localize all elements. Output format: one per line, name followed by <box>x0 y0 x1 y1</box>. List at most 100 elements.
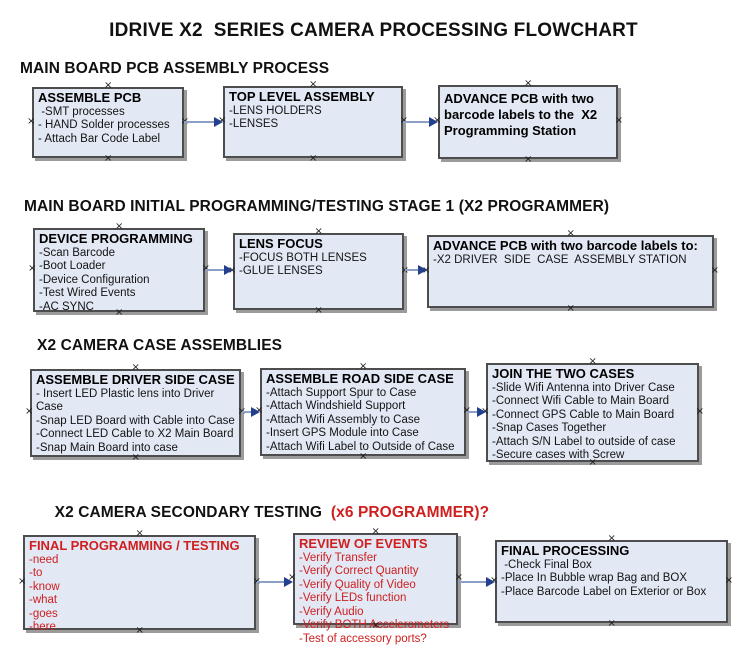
flow-arrow-icon <box>405 265 427 275</box>
box-lines: -Attach Support Spur to Case-Attach Wind… <box>266 387 460 455</box>
box-line: -Slide Wifi Antenna into Driver Case <box>492 381 675 394</box>
box-line: -Attach Wifi Label to Outside of Case <box>266 440 455 453</box>
selection-handle-icon: × <box>104 153 113 164</box>
flow-arrow-icon <box>257 577 293 587</box>
box-line: -Test of accessory ports? <box>299 632 427 645</box>
box-lines: -FOCUS BOTH LENSES-GLUE LENSES <box>239 252 398 279</box>
flow-arrow-icon <box>467 407 486 417</box>
box-line: -Connect LED Cable to X2 Main Board <box>36 428 234 441</box>
selection-handle-icon: × <box>524 154 533 165</box>
flow-box-top-level-assembly[interactable]: TOP LEVEL ASSEMBLY -LENS HOLDERS-LENSES … <box>218 80 408 164</box>
box-line: -Secure cases with Screw <box>492 449 625 462</box>
box-title: ADVANCE PCB with two barcode labels to: <box>433 238 698 253</box>
box-line: -Test Wired Events <box>39 287 136 300</box>
flow-arrow-icon <box>184 117 223 127</box>
box-line: -goes <box>29 607 58 620</box>
flow-arrow-icon <box>403 117 438 127</box>
box-line: -Attach Support Spur to Case <box>266 386 417 399</box>
box-line: - Insert LED Plastic lens into Driver Ca… <box>36 387 218 414</box>
flow-box-assemble-road-side-case[interactable]: ASSEMBLE ROAD SIDE CASE -Attach Support … <box>255 362 471 462</box>
box-lines: -Slide Wifi Antenna into Driver Case-Con… <box>492 382 693 463</box>
selection-handle-icon: × <box>588 457 597 468</box>
selection-handle-icon: × <box>27 115 36 127</box>
box-line: -GLUE LENSES <box>239 265 323 278</box>
box-line: -X2 DRIVER SIDE CASE ASSEMBLY STATION <box>433 253 687 266</box>
box-line: -Place In Bubble wrap Bag and BOX <box>501 572 688 585</box>
page-title: IDRIVE X2 SERIES CAMERA PROCESSING FLOWC… <box>109 20 638 41</box>
selection-handle-icon: × <box>359 361 368 372</box>
selection-handle-icon: × <box>104 80 113 91</box>
flow-box-final-programming-testing[interactable]: FINAL PROGRAMMING / TESTING -need-to-kno… <box>18 529 261 636</box>
selection-handle-icon: × <box>724 574 733 586</box>
selection-handle-icon: × <box>115 307 124 318</box>
box-line: -Connect Wifi Cable to Main Board <box>492 395 670 408</box>
box-line: -need <box>29 553 59 566</box>
selection-handle-icon: × <box>607 618 616 629</box>
box-line: -AC SYNC <box>39 300 94 313</box>
flow-box-final-processing[interactable]: FINAL PROCESSING -Check Final Box-Place … <box>490 534 733 629</box>
box-line: -SMT processes <box>38 105 125 118</box>
selection-handle-icon: × <box>314 226 323 237</box>
selection-handle-icon: × <box>314 305 323 316</box>
box-title: REVIEW OF EVENTS <box>299 536 428 551</box>
box-line: -Check Final Box <box>501 558 592 571</box>
selection-handle-icon: × <box>135 528 144 539</box>
flow-box-assemble-driver-side-case[interactable]: ASSEMBLE DRIVER SIDE CASE - Insert LED P… <box>25 363 246 463</box>
flow-box-join-the-two-cases[interactable]: JOIN THE TWO CASES -Slide Wifi Antenna i… <box>481 357 704 468</box>
box-line: -here <box>29 621 56 634</box>
box-line: -LENSES <box>229 118 279 131</box>
box-title: ADVANCE PCB with two barcode labels to t… <box>444 91 601 138</box>
selection-handle-icon: × <box>131 362 140 373</box>
flow-arrow-icon <box>242 407 260 417</box>
flow-box-review-of-events[interactable]: REVIEW OF EVENTS -Verify Transfer -Verify… <box>288 527 463 645</box>
flow-box-advance-pcb-programming-station[interactable]: ADVANCE PCB with two barcode labels to t… <box>433 79 623 165</box>
selection-handle-icon: × <box>309 79 318 90</box>
box-line: - HAND Solder processes <box>38 119 170 132</box>
selection-handle-icon: × <box>309 153 318 164</box>
box-line: -Boot Loader <box>39 260 106 273</box>
section-header-secondary-testing: X2 CAMERA SECONDARY TESTING (x6 PROGRAMM… <box>37 486 489 540</box>
selection-handle-icon: × <box>566 228 575 239</box>
box-line: -Attach S/N Label to outside of case <box>492 435 676 448</box>
box-title: DEVICE PROGRAMMING <box>39 231 193 246</box>
box-line: -Attach Wifi Assembly to Case <box>266 413 421 426</box>
selection-handle-icon: × <box>253 576 261 586</box>
selection-handle-icon: × <box>454 572 463 583</box>
selection-handle-icon: × <box>135 625 144 636</box>
box-line: -Connect GPS Cable to Main Board <box>492 408 675 421</box>
selection-handle-icon: × <box>614 115 623 126</box>
selection-handle-icon: × <box>202 264 210 274</box>
section-header-pcb-assembly: MAIN BOARD PCB ASSEMBLY PROCESS <box>20 60 330 77</box>
box-title: FINAL PROCESSING <box>501 543 630 558</box>
section-header-black-part: X2 CAMERA SECONDARY TESTING <box>54 504 327 521</box>
selection-handle-icon: × <box>18 575 27 587</box>
box-lines: -X2 DRIVER SIDE CASE ASSEMBLY STATION <box>433 254 708 268</box>
selection-handle-icon: × <box>131 452 140 463</box>
flow-arrow-icon <box>459 577 495 587</box>
selection-handle-icon: × <box>566 303 575 314</box>
box-line: -Verify Transfer <box>299 551 377 564</box>
box-title: ASSEMBLE DRIVER SIDE CASE <box>36 372 235 387</box>
selection-handle-icon: × <box>524 78 533 89</box>
box-line: -Verify LEDs function <box>299 592 407 605</box>
box-line: -Verify BOTH Accelerometers <box>299 619 450 632</box>
flow-box-lens-focus[interactable]: LENS FOCUS -FOCUS BOTH LENSES-GLUE LENSE… <box>228 227 409 316</box>
selection-handle-icon: × <box>371 620 380 631</box>
flow-box-advance-pcb-driver-side-station[interactable]: ADVANCE PCB with two barcode labels to: … <box>422 229 719 314</box>
selection-handle-icon: × <box>115 221 124 232</box>
box-line: -to <box>29 567 43 580</box>
box-lines: -need-to-know-what-goes-here <box>29 554 250 635</box>
flow-box-device-programming[interactable]: DEVICE PROGRAMMING -Scan Barcode-Boot Lo… <box>28 222 210 318</box>
box-title: JOIN THE TWO CASES <box>492 366 635 381</box>
box-lines: -LENS HOLDERS-LENSES <box>229 105 397 132</box>
box-line: -FOCUS BOTH LENSES <box>239 251 367 264</box>
box-lines: -Check Final Box-Place In Bubble wrap Ba… <box>501 559 722 600</box>
box-line: -know <box>29 580 60 593</box>
box-line: -LENS HOLDERS <box>229 104 322 117</box>
box-line: -Verify Audio <box>299 605 364 618</box>
box-lines: - Insert LED Plastic lens into Driver Ca… <box>36 388 235 456</box>
box-title: FINAL PROGRAMMING / TESTING <box>29 538 240 553</box>
selection-handle-icon: × <box>607 533 616 544</box>
flow-box-assemble-pcb[interactable]: ASSEMBLE PCB -SMT processes- HAND Solder… <box>27 81 189 164</box>
